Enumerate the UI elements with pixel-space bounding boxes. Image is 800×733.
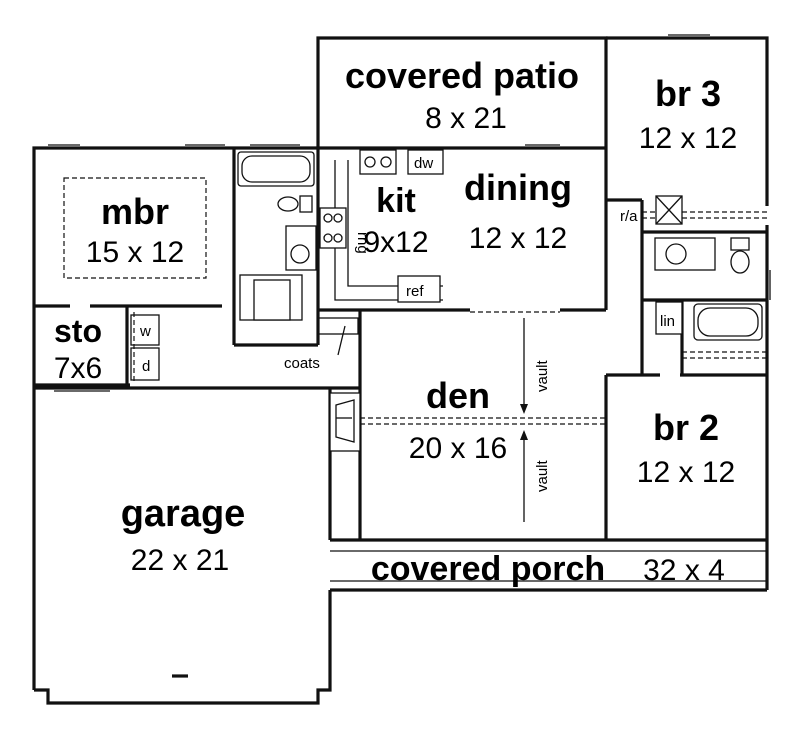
range-icon	[319, 207, 347, 249]
toilet-icon	[730, 250, 750, 274]
br2-size: 12 x 12	[637, 456, 735, 489]
vault-upper-label: vault	[534, 359, 551, 392]
ref-label: ref	[406, 283, 424, 300]
dashed-lines	[63, 177, 767, 425]
windows	[48, 34, 771, 392]
toilet-icon	[277, 196, 299, 212]
dw-label: dw	[414, 155, 433, 172]
den-name: den	[426, 375, 490, 416]
dryer-label: d	[142, 358, 150, 375]
coats-label: coats	[284, 355, 320, 372]
garage-size: 22 x 21	[131, 544, 229, 577]
patio-name: covered patio	[345, 55, 579, 96]
fireplace	[329, 392, 361, 452]
dining-name: dining	[464, 167, 572, 208]
laundry-fixtures	[130, 312, 160, 383]
dining-size: 12 x 12	[469, 222, 567, 255]
br3-name: br 3	[655, 73, 721, 114]
coats-closet	[317, 317, 359, 356]
kit-name: kit	[376, 182, 416, 220]
mbr-name: mbr	[101, 191, 169, 232]
refrigerator-icon	[397, 275, 441, 303]
dryer-icon	[130, 347, 160, 381]
porch-size: 32 x 4	[643, 554, 725, 587]
ra-label: r/a	[620, 208, 638, 225]
dishwasher-icon	[407, 149, 444, 175]
room-labels: covered patio 8 x 21 br 3 12 x 12 mbr 15…	[54, 55, 737, 588]
exterior-walls	[32, 36, 769, 705]
vault-arrows	[520, 318, 528, 522]
mbr-size: 15 x 12	[86, 236, 184, 269]
garage-name: garage	[121, 493, 246, 535]
washer-label: w	[139, 323, 151, 340]
patio-size: 8 x 21	[425, 102, 507, 135]
hall-bath-fixtures	[654, 195, 763, 341]
washer-icon	[130, 314, 160, 346]
rng-label: rng	[354, 232, 371, 254]
den-size: 20 x 16	[409, 432, 507, 465]
br3-size: 12 x 12	[639, 122, 737, 155]
kitchen-fixtures	[319, 149, 444, 303]
kit-size: 9x12	[363, 226, 428, 259]
master-bath-fixtures	[237, 151, 317, 321]
coats-arrow	[337, 325, 346, 356]
linen-closet	[655, 301, 683, 335]
br2-name: br 2	[653, 407, 719, 448]
porch-name: covered porch	[371, 550, 605, 588]
sto-name: sto	[54, 313, 102, 349]
lin-label: lin	[660, 313, 675, 330]
mbr-tray-ceiling	[63, 177, 207, 279]
sto-size: 7x6	[54, 352, 102, 385]
fixture-labels: dw rng ref r/a lin w d coats vault vault	[139, 155, 675, 492]
interior-walls	[34, 146, 767, 540]
vault-lower-label: vault	[534, 459, 551, 492]
